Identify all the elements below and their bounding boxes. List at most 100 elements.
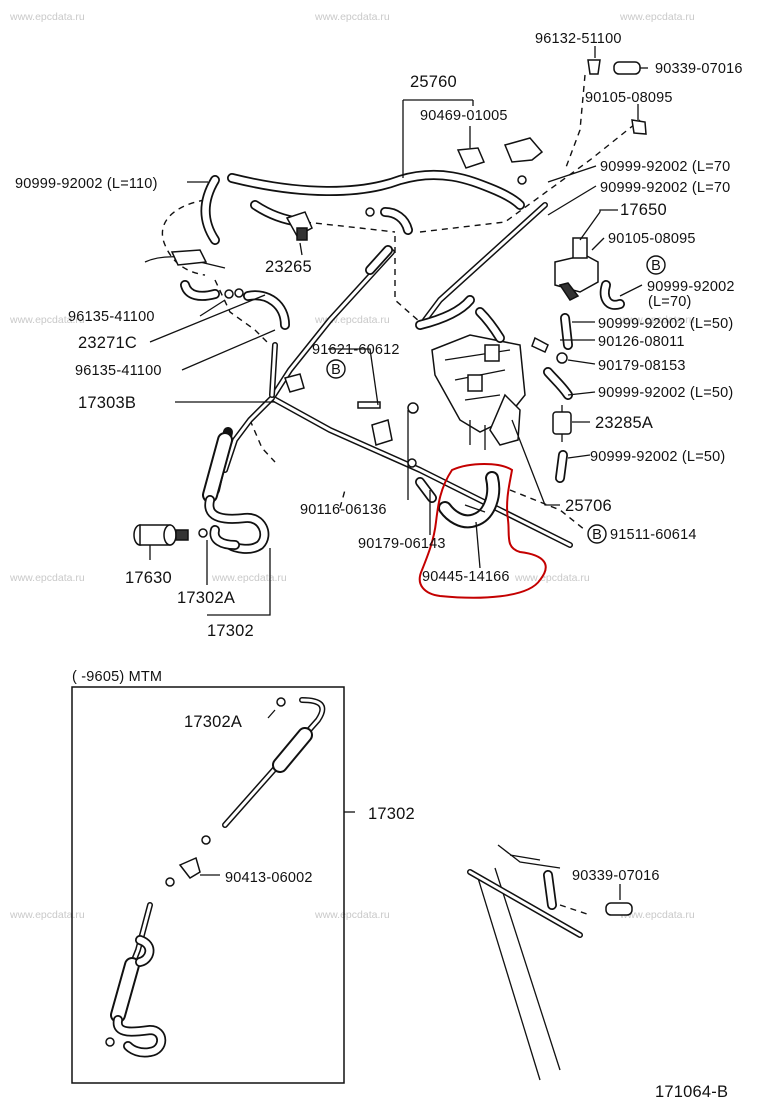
watermark: www.epcdata.ru bbox=[9, 909, 85, 921]
part-label: 90469-01005 bbox=[420, 108, 508, 124]
vacuum-valve-body bbox=[296, 227, 308, 241]
dashed-outline bbox=[564, 74, 586, 171]
dashed-outline bbox=[419, 119, 641, 233]
part-label: 17650 bbox=[620, 201, 667, 219]
inset-title: ( -9605) MTM bbox=[72, 669, 162, 685]
part-label: 90179-08153 bbox=[598, 358, 686, 374]
inset-t-joint bbox=[178, 856, 201, 879]
vacuum-hose bbox=[601, 281, 624, 309]
callout-b bbox=[646, 255, 666, 275]
detail-lower-right: 90339-07016 bbox=[467, 844, 660, 1081]
part-label: 17302 bbox=[368, 805, 415, 823]
vacuum-hose bbox=[476, 308, 504, 342]
watermark: www.epcdata.ru bbox=[619, 11, 695, 23]
watermark: www.epcdata.ru bbox=[619, 909, 695, 921]
part-label: 90105-08095 bbox=[585, 90, 673, 106]
part-label: 90339-07016 bbox=[572, 868, 660, 884]
part-label: 90179-06143 bbox=[358, 536, 446, 552]
callout-b-text: B bbox=[331, 362, 341, 378]
callout-b bbox=[326, 359, 346, 379]
canister-17630 bbox=[133, 524, 208, 546]
part-label: 90105-08095 bbox=[608, 231, 696, 247]
part-label: 96135-41100 bbox=[68, 309, 155, 325]
watermark: www.epcdata.ru bbox=[9, 572, 85, 584]
detail-hose bbox=[544, 871, 556, 909]
part-label: 23265 bbox=[265, 258, 312, 276]
throttle-bracket bbox=[431, 334, 526, 450]
watermark: www.epcdata.ru bbox=[314, 11, 390, 23]
b-callouts: B B B bbox=[326, 255, 666, 544]
callout-b bbox=[587, 524, 607, 544]
fuel-pipe bbox=[223, 396, 274, 472]
vsv-17650 bbox=[554, 211, 601, 301]
detail-fitting bbox=[605, 902, 633, 916]
inset-hose bbox=[136, 936, 153, 966]
main-assembly: B B B 96132-51100 90339-07016 25760 9046… bbox=[15, 31, 743, 640]
clip bbox=[365, 207, 375, 217]
part-label: 90126-08011 bbox=[598, 334, 685, 350]
part-label: 23285A bbox=[595, 414, 653, 432]
part-label: 90445-14166 bbox=[422, 569, 510, 585]
watermark: www.epcdata.ru bbox=[9, 11, 85, 23]
part-label: 90999-92002 (L=70 bbox=[600, 180, 730, 196]
part-label: 96132-51100 bbox=[535, 31, 622, 47]
part-label: 90999-92002 bbox=[647, 279, 735, 295]
leader-lines bbox=[149, 46, 648, 616]
dashed-outline bbox=[394, 236, 421, 323]
fuel-pipe bbox=[270, 343, 277, 397]
part-label: 91621-60612 bbox=[312, 342, 400, 358]
main-pipe-upper bbox=[423, 203, 547, 322]
callout-b-text: B bbox=[592, 527, 602, 543]
part-label: 96135-41100 bbox=[75, 363, 162, 379]
detail-body-line bbox=[509, 854, 541, 861]
hose-clamp bbox=[464, 504, 486, 513]
part-label: 91511-60614 bbox=[610, 527, 697, 543]
part-label: 17303B bbox=[78, 394, 136, 412]
inset-leader bbox=[267, 709, 276, 719]
fuel-hose-sleeve bbox=[204, 434, 231, 501]
watermark: www.epcdata.ru bbox=[619, 314, 695, 326]
vsv-valve bbox=[170, 249, 208, 266]
inset-clip bbox=[201, 835, 211, 845]
detail-dash bbox=[559, 904, 591, 916]
highlight-outline bbox=[418, 463, 547, 599]
main-labels: 96132-51100 90339-07016 25760 90469-0100… bbox=[15, 31, 743, 640]
clip bbox=[224, 289, 234, 299]
detail-body-line bbox=[494, 867, 561, 1071]
vacuum-hose bbox=[544, 368, 572, 399]
inset-hose bbox=[114, 1016, 165, 1056]
watermark: www.epcdata.ru bbox=[314, 909, 390, 921]
part-label: 17302 bbox=[207, 622, 254, 640]
part-label: 25706 bbox=[565, 497, 612, 515]
figure-code: 171064-B bbox=[655, 1083, 728, 1101]
clip bbox=[234, 288, 244, 298]
part-label: 90999-92002 (L=110) bbox=[15, 176, 158, 192]
vacuum-hose bbox=[556, 451, 567, 482]
part-label: 90999-92002 (L=50) bbox=[598, 316, 733, 332]
part-label: 23271C bbox=[78, 334, 137, 352]
watermark: www.epcdata.ru bbox=[514, 572, 590, 584]
dashed-outline bbox=[249, 419, 276, 463]
inset-clip bbox=[105, 1037, 115, 1047]
detail-body-line bbox=[477, 877, 541, 1081]
part-label: 17302A bbox=[177, 589, 235, 607]
part-label: 17630 bbox=[125, 569, 172, 587]
inset-clip bbox=[276, 697, 286, 707]
inset-frame bbox=[71, 686, 345, 1084]
top-right-fittings bbox=[456, 59, 647, 185]
part-label: 90999-92002 (L=50) bbox=[598, 385, 733, 401]
watermarks: www.epcdata.ru www.epcdata.ru www.epcdat… bbox=[9, 11, 695, 921]
detail-body-line bbox=[497, 844, 561, 869]
dashed-outline bbox=[161, 199, 206, 276]
vacuum-hose bbox=[561, 314, 572, 349]
inset-hose-sleeve bbox=[112, 959, 138, 1021]
inset-hose-sleeve bbox=[274, 729, 311, 771]
part-label: 90339-07016 bbox=[655, 61, 743, 77]
vacuum-hose bbox=[181, 281, 219, 300]
callout-b-text: B bbox=[651, 258, 661, 274]
vacuum-hose bbox=[381, 208, 412, 234]
watermark: www.epcdata.ru bbox=[9, 314, 85, 326]
vacuum-hose bbox=[202, 176, 219, 244]
vacuum-hose bbox=[228, 171, 524, 209]
